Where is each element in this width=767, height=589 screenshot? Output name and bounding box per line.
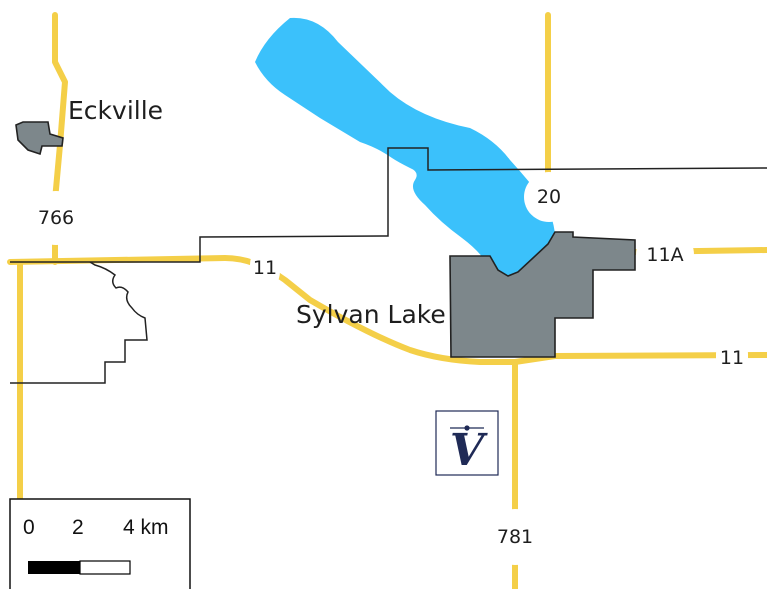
- highway-shield-11-west[interactable]: 11: [250, 245, 280, 291]
- sylvan-lake-town-area: [449, 231, 636, 358]
- municipal-boundaries: [10, 147, 767, 384]
- svg-text:V: V: [450, 425, 488, 476]
- boundary-south-west: [10, 261, 148, 384]
- shield-11-west-text: 11: [253, 257, 277, 279]
- scale-bar: 0 2 4 km: [9, 498, 191, 589]
- eckville-town-area: [15, 121, 64, 156]
- boundary-north: [10, 147, 767, 263]
- highway-shield-11-east[interactable]: 11: [716, 330, 748, 386]
- eckville-label: Eckville: [68, 96, 163, 125]
- shield-766-text: 766: [38, 207, 74, 229]
- shield-11-east-text: 11: [720, 347, 744, 369]
- shield-781-text: 781: [497, 526, 533, 548]
- shield-11a-text: 11A: [646, 244, 683, 266]
- highway-shield-766[interactable]: 766: [29, 191, 83, 245]
- scale-tick-4: 4 km: [123, 516, 169, 539]
- v-logo-icon: V: [435, 410, 499, 476]
- highway-shield-11a[interactable]: 11A: [636, 226, 694, 284]
- sylvan-lake-label: Sylvan Lake: [296, 300, 446, 329]
- highway-shield-20[interactable]: 20: [524, 172, 574, 222]
- highway-shield-781[interactable]: 781: [487, 509, 543, 565]
- scale-segment-black: [28, 561, 80, 574]
- scale-tick-0: 0: [23, 516, 35, 539]
- scale-segment-white: [79, 560, 131, 575]
- scale-tick-2: 2: [72, 516, 84, 539]
- shield-20-text: 20: [537, 186, 561, 208]
